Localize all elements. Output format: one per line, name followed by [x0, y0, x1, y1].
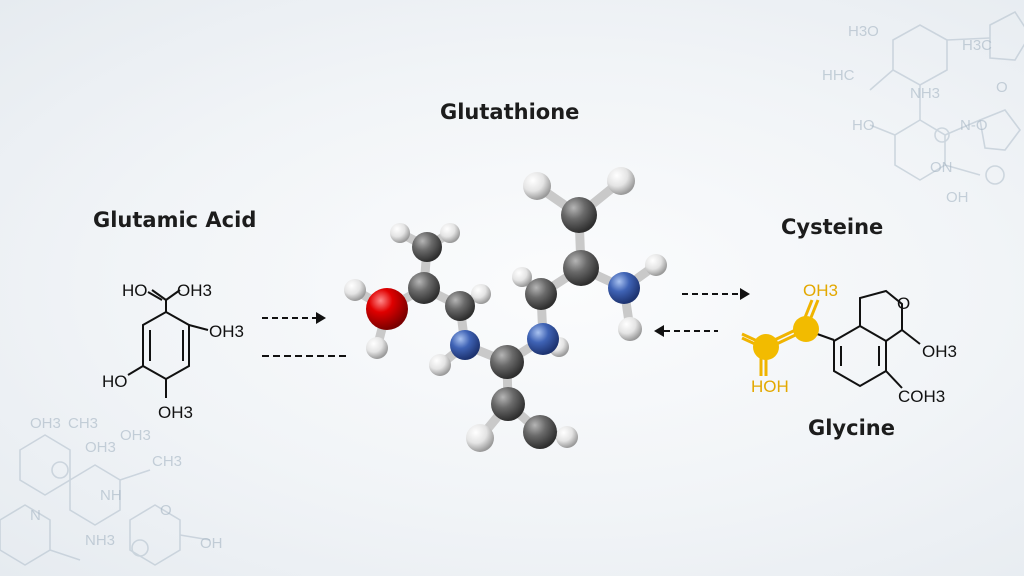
- arrow-glutamic-to-glutathione: [262, 312, 326, 324]
- carbon-atom: [523, 415, 557, 449]
- nitrogen-atom: [450, 330, 480, 360]
- arrow-from-glycine: [654, 325, 718, 337]
- carbon-atom: [525, 278, 557, 310]
- glycine-label: Glycine: [808, 416, 895, 440]
- carbon-atom: [412, 232, 442, 262]
- diagram-title: Glutathione: [440, 100, 580, 124]
- glutamic-label-bottom: OH3: [158, 403, 193, 422]
- carbon-atom: [491, 387, 525, 421]
- carbon-atom: [563, 250, 599, 286]
- background-structure-right: [869, 10, 1024, 185]
- bg-label: ON: [930, 159, 953, 176]
- hydrogen-atom: [429, 354, 451, 376]
- bg-label: OH: [200, 535, 223, 552]
- bg-label: CH3: [152, 453, 182, 470]
- bg-label: NH: [100, 487, 122, 504]
- arrow-to-cysteine: [682, 288, 750, 300]
- carbon-atom: [408, 272, 440, 304]
- hydrogen-atom: [344, 279, 366, 301]
- hydrogen-atom: [523, 172, 551, 200]
- bg-label: OH3: [120, 427, 151, 444]
- hydrogen-atom: [390, 223, 410, 243]
- glutamic-label-top: HO: [122, 281, 148, 300]
- bg-label: CH3: [68, 415, 98, 432]
- bg-label: H3O: [848, 23, 879, 40]
- carbon-atom: [445, 291, 475, 321]
- sulfur-atom: [753, 334, 779, 360]
- ring-label-right: OH3: [922, 342, 957, 361]
- bg-label: OH: [946, 189, 969, 206]
- hydrogen-atom: [556, 426, 578, 448]
- carbon-atom: [561, 197, 597, 233]
- bg-label: O: [160, 502, 172, 519]
- bg-label: N-O: [960, 117, 988, 134]
- hydrogen-atom: [366, 337, 388, 359]
- bg-label: HHC: [822, 67, 855, 84]
- hydrogen-atom: [618, 317, 642, 341]
- carbon-atom: [490, 345, 524, 379]
- glutamic-ring: [127, 289, 209, 398]
- oxygen-atom: [366, 288, 408, 330]
- bg-label: N: [30, 507, 41, 524]
- cysteine-label: Cysteine: [781, 215, 884, 239]
- hydrogen-atom: [512, 267, 532, 287]
- glutamic-acid-label: Glutamic Acid: [93, 208, 257, 232]
- yellow-label-top: OH3: [803, 281, 838, 300]
- hydrogen-atom: [471, 284, 491, 304]
- nitrogen-atom: [527, 323, 559, 355]
- sulfur-atom: [793, 316, 819, 342]
- bg-label: OH3: [85, 439, 116, 456]
- bg-label: NH3: [85, 532, 115, 549]
- hydrogen-atom: [645, 254, 667, 276]
- bg-label: NH3: [910, 85, 940, 102]
- background-structure-left: [0, 434, 211, 566]
- atoms: [344, 167, 667, 452]
- bg-label: HO: [852, 117, 875, 134]
- nitrogen-atom: [608, 272, 640, 304]
- glutamic-label-left: HO: [102, 372, 128, 391]
- yellow-label-bottom: HOH: [751, 377, 789, 396]
- hydrogen-atom: [607, 167, 635, 195]
- ring-structure: [833, 289, 921, 389]
- ring-label-bottom: COH3: [898, 387, 945, 406]
- hydrogen-atom: [466, 424, 494, 452]
- ring-label-top: O: [897, 294, 910, 313]
- bg-label: H3C: [962, 37, 992, 54]
- glutamic-label-top-right: OH3: [177, 281, 212, 300]
- glutamic-label-right: OH3: [209, 322, 244, 341]
- hydrogen-atom: [440, 223, 460, 243]
- bg-label: OH3: [30, 415, 61, 432]
- bg-label: O: [996, 79, 1008, 96]
